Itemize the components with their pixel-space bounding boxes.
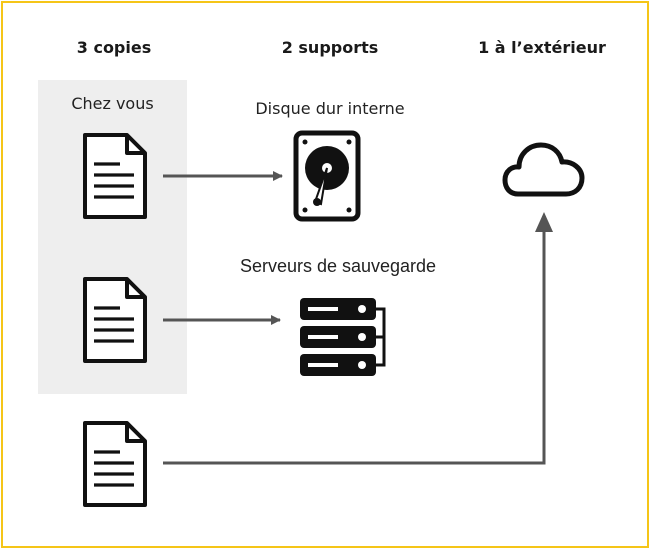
header-outside: 1 à l’extérieur [478,38,606,57]
cloud-icon [502,142,585,197]
document-icon [83,133,147,219]
header-supports: 2 supports [281,38,379,57]
header-copies: 3 copies [76,38,152,57]
document-icon [83,421,147,507]
arrow-doc3-to-cloud [163,222,546,465]
server-icon [300,298,386,376]
hard-drive-icon [293,130,361,222]
disk-label: Disque dur interne [255,99,405,118]
document-icon [83,277,147,363]
home-label: Chez vous [71,94,154,113]
servers-label: Serveurs de sauvegarde [239,256,437,276]
